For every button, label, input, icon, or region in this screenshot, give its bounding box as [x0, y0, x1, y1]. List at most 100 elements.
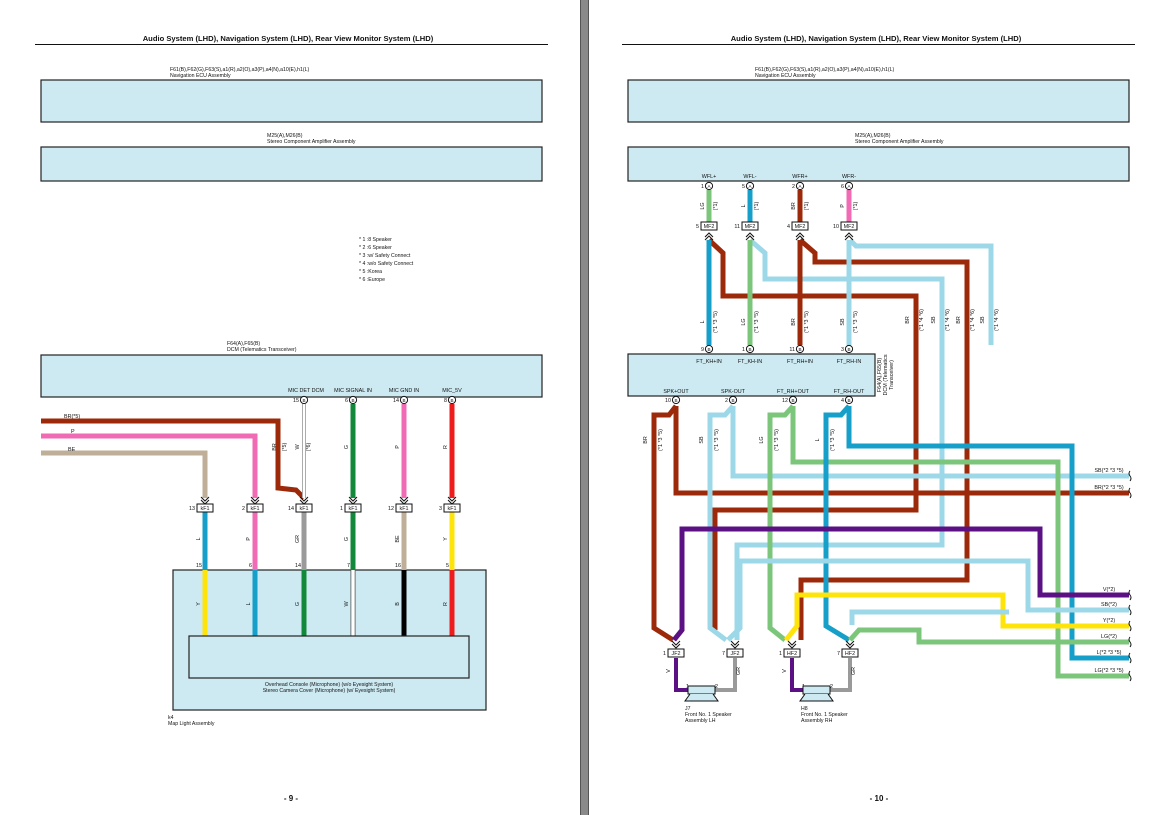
- note-2: * 2 :6 Speaker: [359, 245, 392, 251]
- dcm-out-pin-2-num: 12: [782, 398, 788, 404]
- kf1-4-box: [395, 503, 413, 513]
- spk-junction-box-1: [726, 648, 744, 658]
- spk-junction-arrow-icon-3: [845, 640, 855, 649]
- dcm-in-pin-2-num: 11: [789, 347, 795, 353]
- dcm-in-pin-0-conn: B: [707, 347, 710, 352]
- mf2-box-2: [791, 221, 809, 231]
- page-number-left: - 9 -: [284, 794, 299, 803]
- kf1-0-box: [196, 503, 214, 513]
- maplight-pin-4: 16: [395, 563, 401, 569]
- spk-junction-box-3: [841, 648, 859, 658]
- note-6: * 6 :Europe: [359, 277, 385, 283]
- kf1-3-arrow-icon: [348, 496, 358, 505]
- wire-p: [41, 433, 258, 498]
- amp-note-3: (*1): [853, 201, 859, 210]
- dcm-out-pin-2-circle: [788, 395, 798, 405]
- speaker_lh-line2: Assembly LH: [685, 718, 716, 724]
- spk-wire-0: V: [666, 669, 672, 673]
- dcm-box: [40, 354, 543, 398]
- amp-signal-1: WFL-: [743, 174, 756, 180]
- wire-break-icon-5: [1128, 636, 1132, 648]
- right-page-diagram: Audio System (LHD), Navigation System (L…: [622, 34, 1135, 803]
- dcm-in-pin-1-conn: B: [748, 347, 751, 352]
- maplight-pin-3: 7: [347, 563, 350, 569]
- kf1-2-box: [295, 503, 313, 513]
- mf2-pin-1: 11: [734, 224, 740, 230]
- vlabel-w: W: [295, 444, 301, 450]
- dcm-out-note-3: (*1 *3 *5): [830, 429, 836, 451]
- bypass-wire-2: BR: [956, 316, 962, 324]
- amp-pin-3-circle: [844, 181, 854, 191]
- nav-ecu-connectors-right: F61(B),F62(G),F63(S),a1(R),a2(O),a3(P),a…: [755, 67, 895, 73]
- bypass-note-3: (*1 *4 *6): [994, 309, 1000, 331]
- edge-wire-label-5: LG(*2): [1101, 634, 1117, 640]
- spk-junction-pin-3: 7: [837, 651, 840, 657]
- amp-pin-1-num: 5: [742, 184, 745, 190]
- spk-wire-3: GR: [851, 667, 857, 675]
- note-5: * 5 :Korea: [359, 269, 382, 275]
- wire-break-icon-7: [1128, 670, 1132, 682]
- dcm-in-pin-3-circle: [844, 344, 854, 354]
- amp-pin-0-num: 1: [701, 184, 704, 190]
- spk-junction-label-3: HF2: [845, 651, 855, 657]
- spk-wire-1: GR: [736, 667, 742, 675]
- kf1-4-label: kF1: [400, 506, 409, 512]
- wire-br: [41, 418, 306, 500]
- amp-connectors-right: M25(A),M26(B): [855, 133, 891, 139]
- spk-junction-label-0: JF2: [672, 651, 681, 657]
- maplight-pin-0: 15: [196, 563, 202, 569]
- notes-legend: * 1 :8 Speaker * 2 :6 Speaker * 3 :w/ Sa…: [359, 237, 414, 283]
- bypass-wire-3: SB: [980, 316, 986, 324]
- kf1-1-label: kF1: [251, 506, 260, 512]
- amp-pin-3-num: 6: [841, 184, 844, 190]
- right-wiring: [651, 190, 1129, 692]
- amp-pin-2-circle: [795, 181, 805, 191]
- wire-break-icon-4: [1128, 620, 1132, 632]
- wire-be: [41, 450, 208, 498]
- vlabel-br-note: (*5): [282, 442, 288, 451]
- amp-signal-0: WFL+: [702, 174, 717, 180]
- amp-box-right: [627, 146, 1130, 182]
- mf2-pin-2: 4: [787, 224, 790, 230]
- kf1-4-pin: 12: [388, 506, 394, 512]
- amp-connectors: M25(A),M26(B): [267, 133, 303, 139]
- wire-label-br: BR(*5): [64, 414, 80, 420]
- dcm-pin-0-num: 15: [293, 398, 299, 404]
- kf1-2-pin: 14: [288, 506, 294, 512]
- kf1-5-label: kF1: [448, 506, 457, 512]
- kf1-1-arrow-icon: [250, 496, 260, 505]
- kf1-0-pin: 13: [189, 506, 195, 512]
- spk-junction-label-2: HF2: [787, 651, 797, 657]
- mf2-arrow-icon-2: [795, 232, 805, 241]
- spk-terminal-1: 2: [715, 684, 718, 690]
- dcm-in-pin-1-circle: [745, 344, 755, 354]
- dcm-out-pin-0-circle: [671, 395, 681, 405]
- dcm-out-wire-0: BR: [643, 436, 649, 444]
- kf1-5-pin: 3: [439, 506, 442, 512]
- spk-junction-label-1: JF2: [731, 651, 740, 657]
- mf2-arrow-icon-1: [745, 232, 755, 241]
- dcm-pin-3-conn: B: [450, 398, 453, 403]
- speaker_rh-id: H8: [801, 706, 808, 712]
- dcm-out-wire-3: L: [815, 439, 821, 442]
- dcm-out-pin-3-conn: B: [847, 398, 850, 403]
- mf2-arrow-icon-0: [704, 232, 714, 241]
- wire-break-icon-0: [1128, 470, 1132, 482]
- kf1-3-label: kF1: [349, 506, 358, 512]
- mf2-label-1: MF2: [745, 224, 756, 230]
- dcm-in-pin-2-circle: [795, 344, 805, 354]
- dcm-in-note-1: (*1 *3 *5): [754, 311, 760, 333]
- spk-wire-2: V: [782, 669, 788, 673]
- amp-note-1: (*1): [754, 201, 760, 210]
- dcm-in-pin-0-num: 9: [701, 347, 704, 353]
- maplight-pin-5: 5: [446, 563, 449, 569]
- dcm-out-pin-3-circle: [844, 395, 854, 405]
- nav-ecu-connectors: F61(B),F62(G),F63(S),a1(R),a2(O),a3(P),a…: [170, 67, 310, 73]
- amp-note-2: (*1): [804, 201, 810, 210]
- speaker_lh-line1: Front No. 1 Speaker: [685, 712, 732, 718]
- amp-wire-3: P: [840, 204, 846, 208]
- wire-break-icon-2: [1128, 589, 1132, 601]
- dcm-out-wire-2: LG: [759, 436, 765, 443]
- vlabel-inside-3: W: [344, 601, 350, 607]
- vlabel-kf1-1: P: [246, 537, 252, 541]
